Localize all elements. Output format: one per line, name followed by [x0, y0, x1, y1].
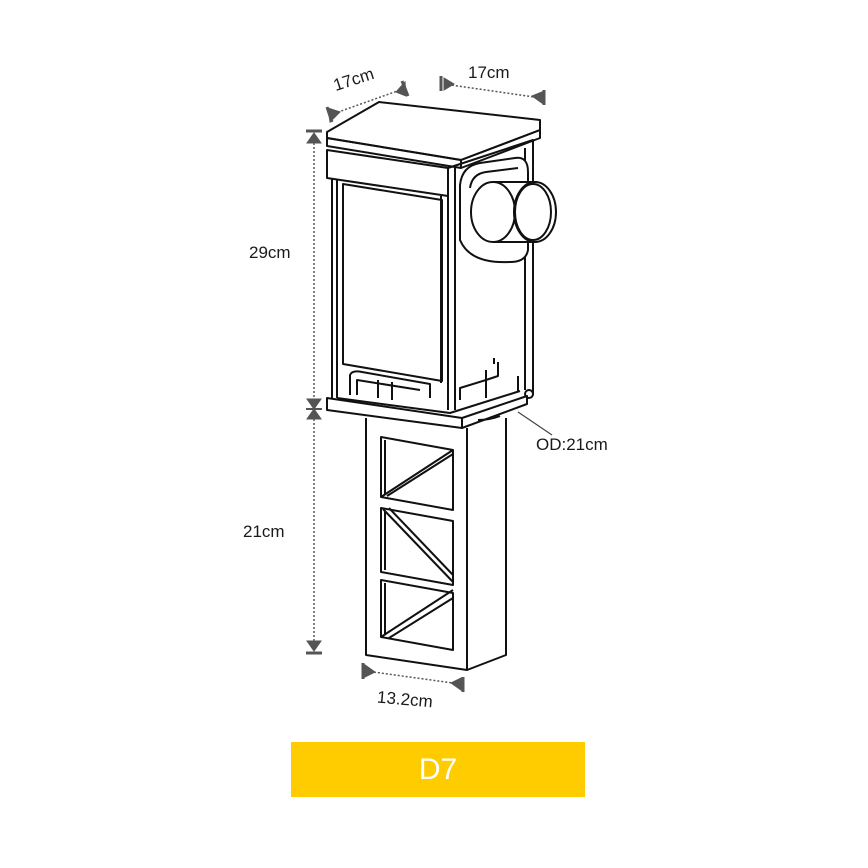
model-label: D7 — [418, 752, 458, 786]
depth-dimension-line — [325, 80, 410, 124]
width-dimension-line — [439, 76, 546, 105]
od-leader-line — [517, 411, 553, 436]
lower-height-label: 21cm — [243, 522, 285, 541]
outer-diameter-label: OD:21cm — [536, 435, 608, 454]
model-banner: D7 — [291, 742, 585, 797]
height-dimension-line — [306, 129, 322, 655]
base-dimension-line — [361, 663, 465, 692]
top-width-label: 17cm — [468, 63, 510, 82]
pedestal-body — [326, 101, 557, 671]
upper-height-label: 29cm — [249, 243, 291, 262]
